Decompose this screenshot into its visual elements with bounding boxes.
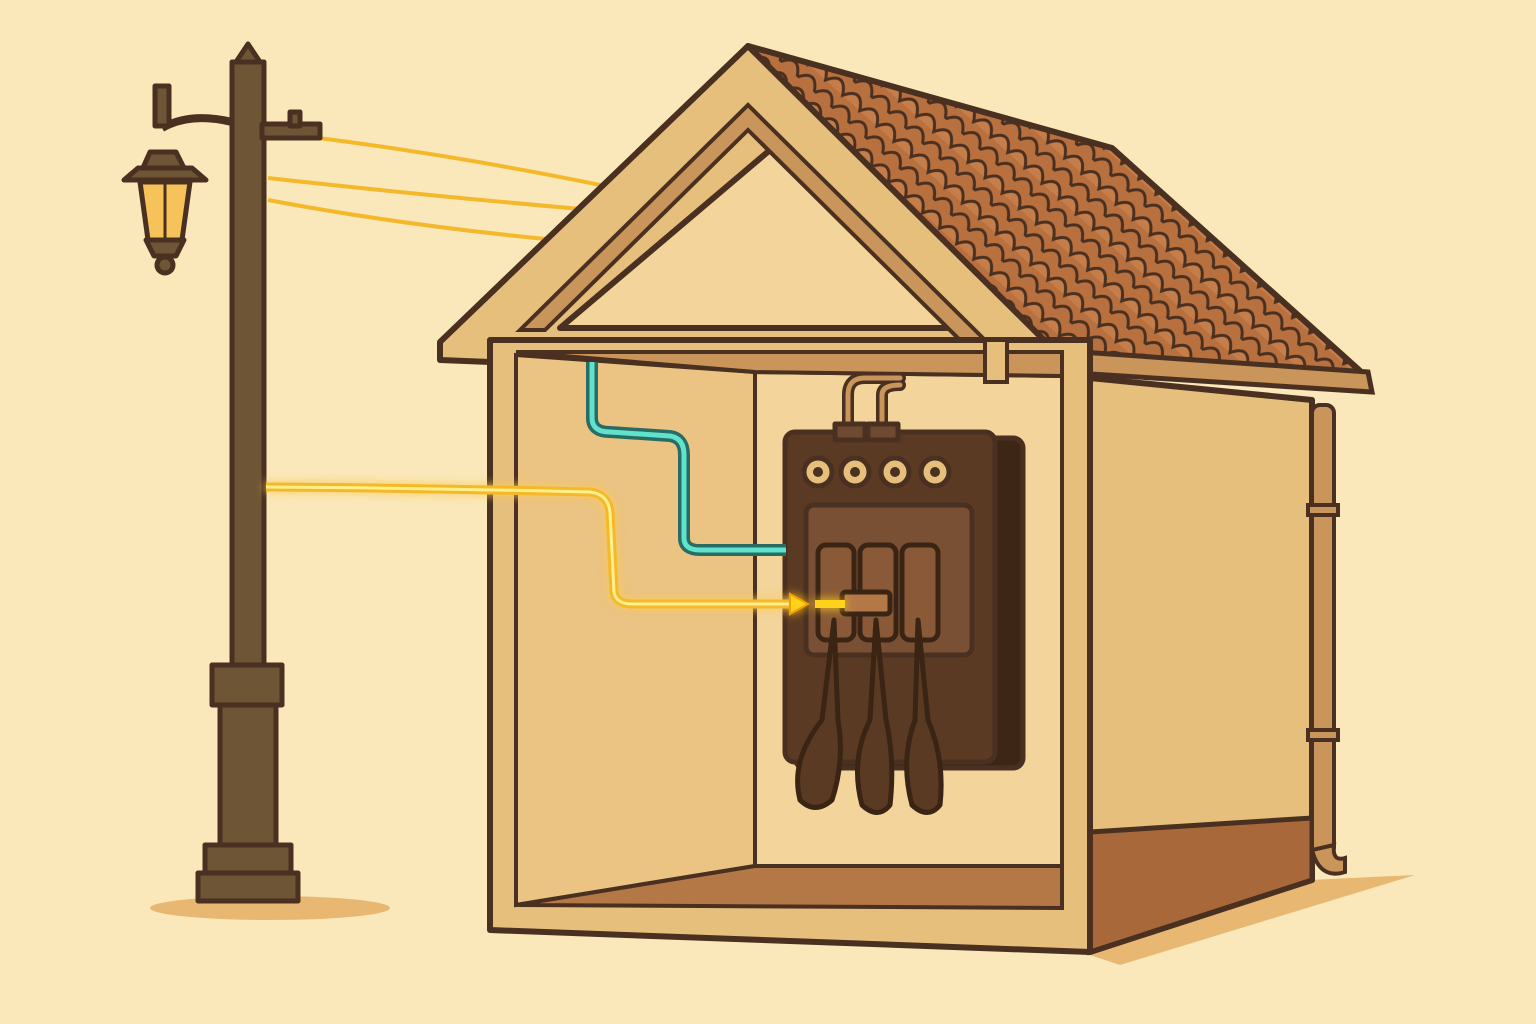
interior-ceiling — [515, 350, 1064, 379]
arrow-icon — [789, 592, 811, 616]
utility-pole-icon — [160, 41, 323, 904]
knife-switch-icon — [795, 542, 944, 815]
corner-post — [983, 338, 1009, 384]
downspout — [1306, 403, 1347, 876]
interior-floor — [515, 864, 1064, 911]
house-shadow — [1090, 875, 1415, 965]
overhead-wires — [267, 130, 606, 242]
street-lamp-icon — [121, 83, 209, 276]
power-wire — [265, 482, 845, 616]
